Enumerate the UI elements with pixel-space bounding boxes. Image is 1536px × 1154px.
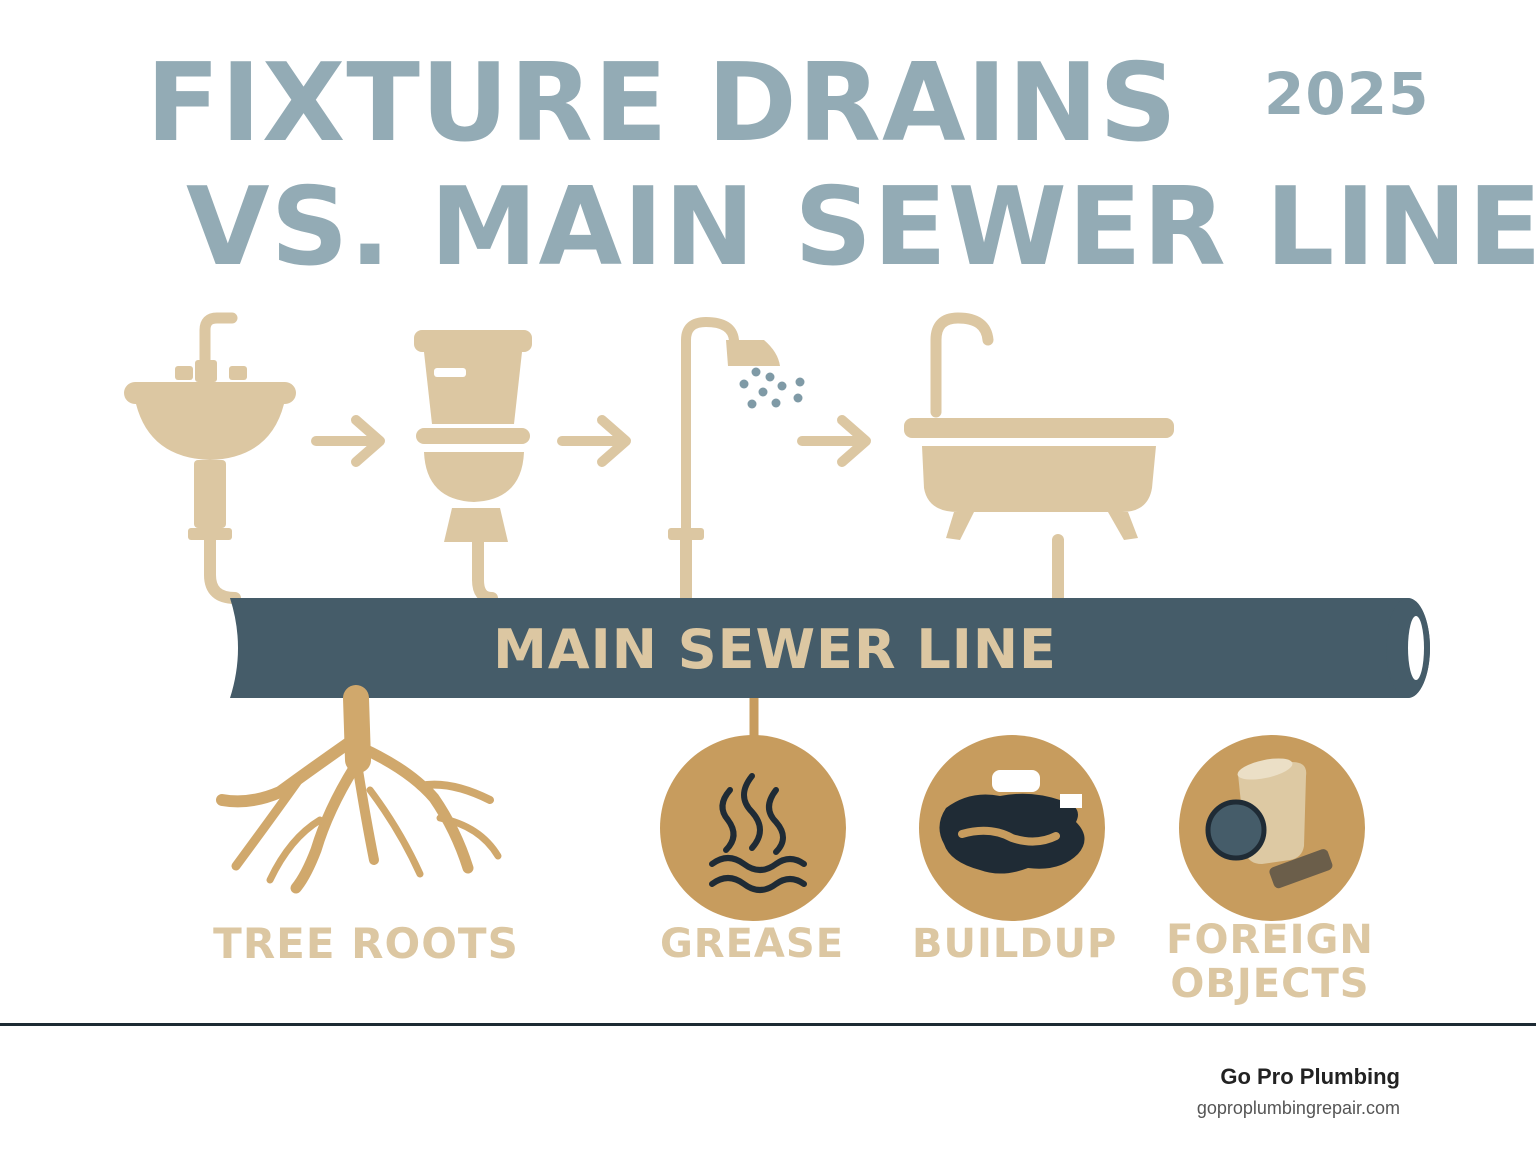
foreign-objects-label: FOREIGN OBJECTS <box>1166 917 1374 1007</box>
buildup-label: BUILDUP <box>912 921 1118 967</box>
footer-divider <box>0 1023 1536 1026</box>
brand-name: Go Pro Plumbing <box>1220 1064 1400 1089</box>
main-sewer-pipe <box>230 598 1430 698</box>
website-link[interactable]: goproplumbingrepair.com <box>1196 1098 1400 1118</box>
grease-icon <box>660 735 846 921</box>
tree-roots-icon <box>216 685 502 894</box>
sink-drain-connector <box>204 534 241 604</box>
tree-roots-label: TREE ROOTS <box>213 919 519 968</box>
buildup-icon <box>919 735 1105 921</box>
grease-label: GREASE <box>659 921 845 967</box>
drain-connectors <box>204 534 1064 604</box>
toilet-drain-connector <box>472 534 498 604</box>
bathtub-icon <box>904 312 1174 540</box>
toilet-icon <box>414 330 532 542</box>
title-line-1: FIXTURE DRAINS <box>146 41 1178 166</box>
pipe-label: MAIN SEWER LINE <box>493 618 1057 681</box>
arrow-icon <box>557 415 631 467</box>
year-label: 2025 <box>1264 60 1430 128</box>
water-drops <box>739 367 805 409</box>
foreign-objects-icon <box>1179 735 1365 921</box>
arrow-icon <box>797 415 871 467</box>
title-line-2: VS. MAIN SEWER LINE <box>186 165 1536 290</box>
shower-icon <box>668 316 805 540</box>
sink-icon <box>124 312 296 540</box>
arrow-icon <box>311 415 385 467</box>
